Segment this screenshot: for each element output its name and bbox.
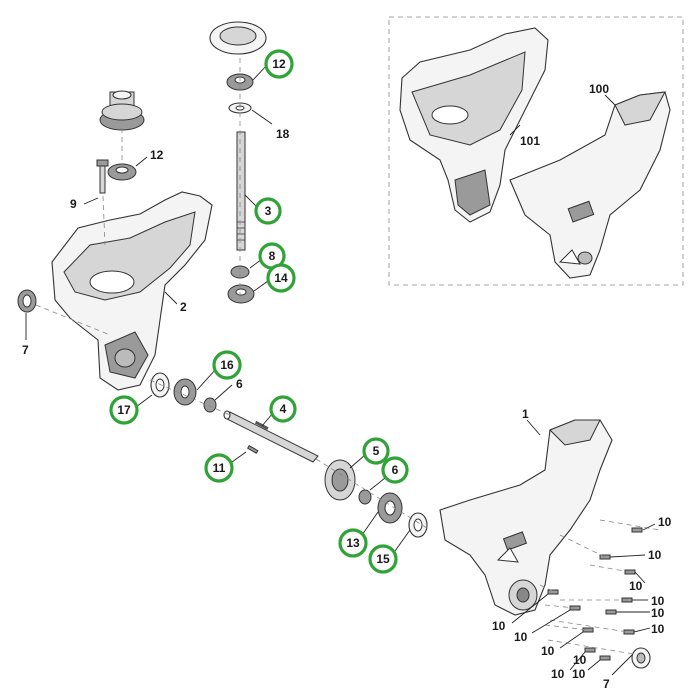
callout-7-left[interactable]: 7 (22, 343, 29, 357)
svg-text:14: 14 (274, 271, 288, 285)
seal-15 (408, 512, 428, 538)
bearing-12-top (226, 73, 254, 91)
bevel-gear-shaft-top-left (99, 90, 145, 131)
callout-100[interactable]: 100 (589, 82, 609, 96)
seal-ring-7-left (17, 289, 37, 313)
inset-housing-half-101 (399, 27, 549, 223)
screws-10 (547, 527, 643, 661)
callout-13[interactable]: 13 (338, 528, 368, 558)
callout-7-bottom[interactable]: 7 (603, 677, 610, 691)
callout-10[interactable]: 10 (573, 653, 587, 667)
callout-16[interactable]: 16 (212, 350, 242, 380)
svg-text:17: 17 (117, 403, 131, 417)
svg-text:5: 5 (373, 444, 380, 458)
callout-10[interactable]: 10 (541, 644, 555, 658)
bearing-16 (173, 378, 197, 406)
callout-10[interactable]: 10 (648, 548, 662, 562)
callout-10[interactable]: 10 (551, 667, 565, 681)
gear-housing-half-2 (51, 191, 213, 391)
svg-text:3: 3 (265, 204, 272, 218)
callout-12-top[interactable]: 12 (264, 49, 294, 79)
bearing-14 (227, 284, 255, 304)
spur-gear-5 (324, 459, 356, 501)
svg-text:4: 4 (280, 402, 287, 416)
svg-text:15: 15 (376, 552, 390, 566)
callout-10[interactable]: 10 (514, 630, 528, 644)
svg-text:16: 16 (220, 358, 234, 372)
callout-10[interactable]: 10 (651, 594, 665, 608)
svg-text:12: 12 (272, 57, 286, 71)
callout-15[interactable]: 15 (368, 544, 398, 574)
seal-17 (150, 372, 170, 398)
callout-3[interactable]: 3 (254, 197, 282, 225)
inset-housing-half-100 (509, 91, 671, 279)
bearing-12-left (107, 163, 137, 181)
axle-4 (223, 410, 319, 463)
callout-10[interactable]: 10 (629, 579, 643, 593)
callout-1[interactable]: 1 (522, 407, 529, 421)
callout-6-upper[interactable]: 6 (236, 377, 243, 391)
circlip-6-upper (203, 397, 217, 413)
callout-10[interactable]: 10 (658, 515, 672, 529)
callout-5[interactable]: 5 (362, 437, 390, 465)
callout-4[interactable]: 4 (269, 395, 297, 423)
alignment-lines (35, 58, 661, 656)
shaft-3 (236, 131, 246, 251)
svg-text:6: 6 (392, 463, 399, 477)
callout-14[interactable]: 14 (266, 263, 296, 293)
callout-17[interactable]: 17 (109, 395, 139, 425)
callout-11[interactable]: 11 (204, 453, 234, 483)
callout-2[interactable]: 2 (180, 300, 187, 314)
bolt-9 (96, 159, 109, 194)
callout-12-left[interactable]: 12 (150, 148, 164, 162)
circlip-6-lower (358, 489, 372, 505)
inset-frame (388, 16, 684, 286)
gear-housing-half-1 (439, 419, 613, 616)
callout-6-lower[interactable]: 6 (381, 456, 409, 484)
callout-101[interactable]: 101 (520, 134, 540, 148)
bearing-13 (377, 492, 403, 524)
crown-gear-top (209, 21, 267, 55)
svg-text:11: 11 (213, 461, 226, 475)
pin-11 (246, 444, 259, 454)
svg-text:13: 13 (346, 536, 360, 550)
callout-18[interactable]: 18 (276, 127, 290, 141)
callout-10[interactable]: 10 (651, 606, 665, 620)
svg-text:8: 8 (269, 249, 276, 263)
callout-9[interactable]: 9 (70, 197, 77, 211)
callout-10[interactable]: 10 (492, 619, 506, 633)
callout-10[interactable]: 10 (572, 667, 586, 681)
callout-10[interactable]: 10 (651, 622, 665, 636)
seal-ring-7-bottom (631, 647, 651, 669)
